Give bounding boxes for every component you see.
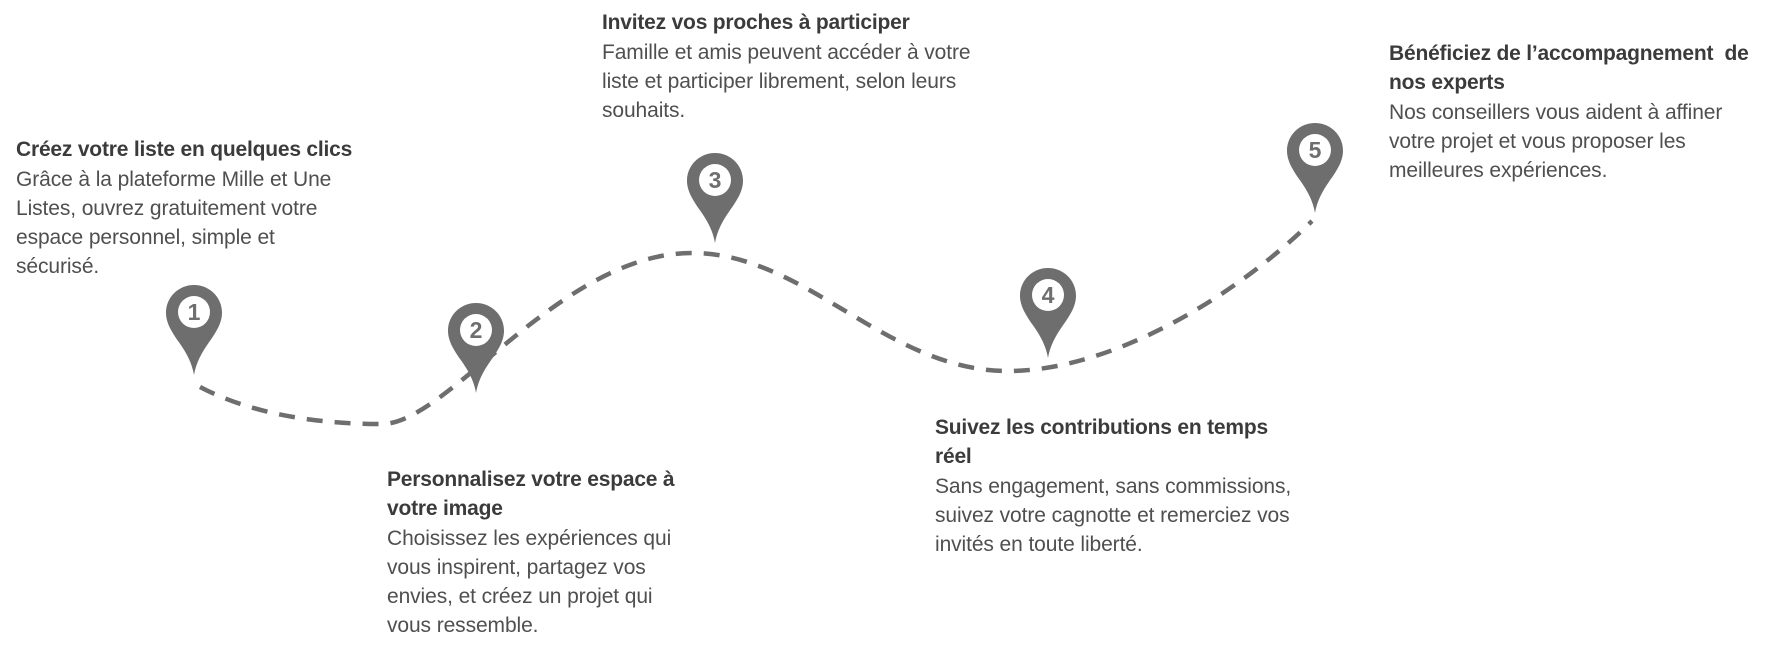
- pin-number: 4: [1042, 282, 1055, 308]
- map-pin-icon: 4: [1020, 268, 1076, 358]
- pin-step-5: 5: [1284, 121, 1346, 215]
- pin-number: 3: [709, 167, 722, 193]
- pin-number: 1: [188, 299, 201, 325]
- heading-line: Invitez vos proches à participer: [602, 11, 910, 34]
- step-5-text: Bénéficiez de l’accompagnement de nos ex…: [1389, 39, 1779, 185]
- pin-step-4: 4: [1017, 266, 1079, 360]
- body-line: vous ressemble.: [387, 614, 539, 637]
- step-5-heading: Bénéficiez de l’accompagnement de nos ex…: [1389, 39, 1779, 97]
- heading-line: Personnalisez votre espace à: [387, 468, 675, 491]
- heading-line: votre image: [387, 497, 503, 520]
- pin-number: 2: [470, 317, 483, 343]
- pin-inner-circle: [1032, 279, 1064, 311]
- step-2-heading: Personnalisez votre espace à votre image: [387, 465, 717, 523]
- map-pin-icon: 5: [1287, 123, 1343, 213]
- body-line: Nos conseillers vous aident à affiner: [1389, 101, 1723, 124]
- map-pin-icon: 1: [166, 285, 222, 375]
- heading-line: nos experts: [1389, 71, 1505, 94]
- step-3-heading: Invitez vos proches à participer: [602, 8, 1052, 37]
- pin-inner-circle: [1299, 134, 1331, 166]
- heading-line: Bénéficiez de l’accompagnement de: [1389, 42, 1749, 65]
- step-4-description: Sans engagement, sans commissions, suive…: [935, 472, 1345, 559]
- body-line: Listes, ouvrez gratuitement votre: [16, 197, 318, 220]
- pin-inner-circle: [178, 296, 210, 328]
- body-line: Choisissez les expériences qui: [387, 527, 672, 550]
- body-line: Famille et amis peuvent accéder à votre: [602, 41, 971, 64]
- body-line: vous inspirent, partagez vos: [387, 556, 646, 579]
- pin-step-1: 1: [163, 283, 225, 377]
- map-pin-icon: 2: [448, 303, 504, 393]
- step-1-description: Grâce à la plateforme Mille et Une Liste…: [16, 165, 396, 281]
- body-line: invités en toute liberté.: [935, 533, 1143, 556]
- body-line: espace personnel, simple et: [16, 226, 275, 249]
- body-line: suivez votre cagnotte et remerciez vos: [935, 504, 1290, 527]
- body-line: souhaits.: [602, 99, 686, 122]
- body-line: sécurisé.: [16, 255, 100, 278]
- step-5-description: Nos conseillers vous aident à affiner vo…: [1389, 98, 1779, 185]
- body-line: envies, et créez un projet qui: [387, 585, 653, 608]
- step-4-text: Suivez les contributions en temps réel S…: [935, 413, 1345, 559]
- step-3-description: Famille et amis peuvent accéder à votre …: [602, 38, 1052, 125]
- heading-line: réel: [935, 445, 972, 468]
- map-pin-icon: 3: [687, 153, 743, 243]
- body-line: votre projet et vous proposer les: [1389, 130, 1686, 153]
- dashed-path-line: [198, 219, 1314, 427]
- pin-step-3: 3: [684, 151, 746, 245]
- heading-line: Suivez les contributions en temps: [935, 416, 1268, 439]
- step-3-text: Invitez vos proches à participer Famille…: [602, 8, 1052, 125]
- body-line: liste et participer librement, selon leu…: [602, 70, 957, 93]
- body-line: meilleures expériences.: [1389, 159, 1608, 182]
- step-1-heading: Créez votre liste en quelques clics: [16, 135, 396, 164]
- pin-inner-circle: [699, 164, 731, 196]
- heading-line: Créez votre liste en quelques clics: [16, 138, 353, 161]
- step-2-text: Personnalisez votre espace à votre image…: [387, 465, 717, 640]
- body-line: Grâce à la plateforme Mille et Une: [16, 168, 332, 191]
- body-line: Sans engagement, sans commissions,: [935, 475, 1292, 498]
- step-1-text: Créez votre liste en quelques clics Grâc…: [16, 135, 396, 281]
- pin-step-2: 2: [445, 301, 507, 395]
- step-2-description: Choisissez les expériences qui vous insp…: [387, 524, 717, 640]
- pin-number: 5: [1309, 137, 1322, 163]
- step-4-heading: Suivez les contributions en temps réel: [935, 413, 1345, 471]
- pin-inner-circle: [460, 314, 492, 346]
